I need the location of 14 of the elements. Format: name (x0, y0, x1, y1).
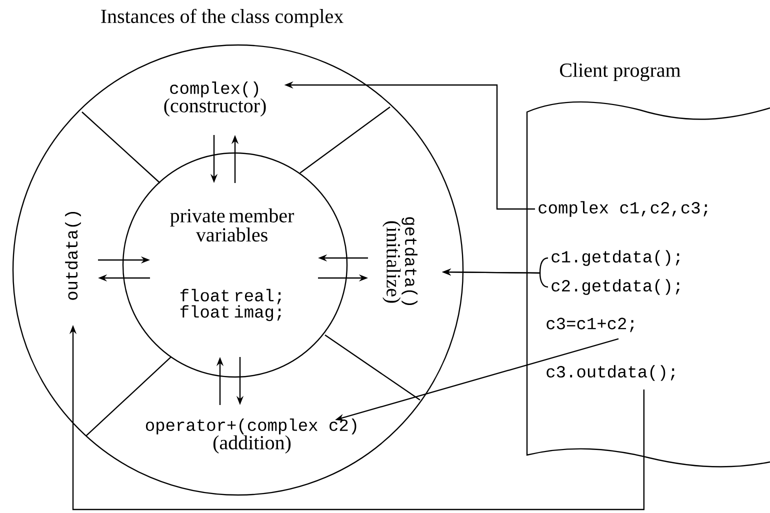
code-line: c2.getdata(); (552, 279, 680, 295)
member-function-label: outdata() (65, 212, 81, 300)
code-text: float real; float imag; (180, 288, 281, 322)
code-line: c3.outdata(); (546, 365, 675, 381)
member-heading: private member variables (170, 208, 294, 242)
member-function-label: operator+(complex c2) (addition) (146, 418, 356, 454)
code-line: complex c1,c2,c3; (538, 201, 708, 217)
code-line: c3=c1+c2; (546, 318, 634, 332)
class-circle (12, 44, 464, 496)
member-function-label: getdata() (initialize) (382, 217, 418, 306)
heading: Instances of the class complex (101, 8, 344, 28)
member-function-label: complex() (constructor) (164, 82, 266, 116)
code-line: c1.getdata(); (552, 250, 680, 266)
heading: Client program (560, 62, 681, 82)
